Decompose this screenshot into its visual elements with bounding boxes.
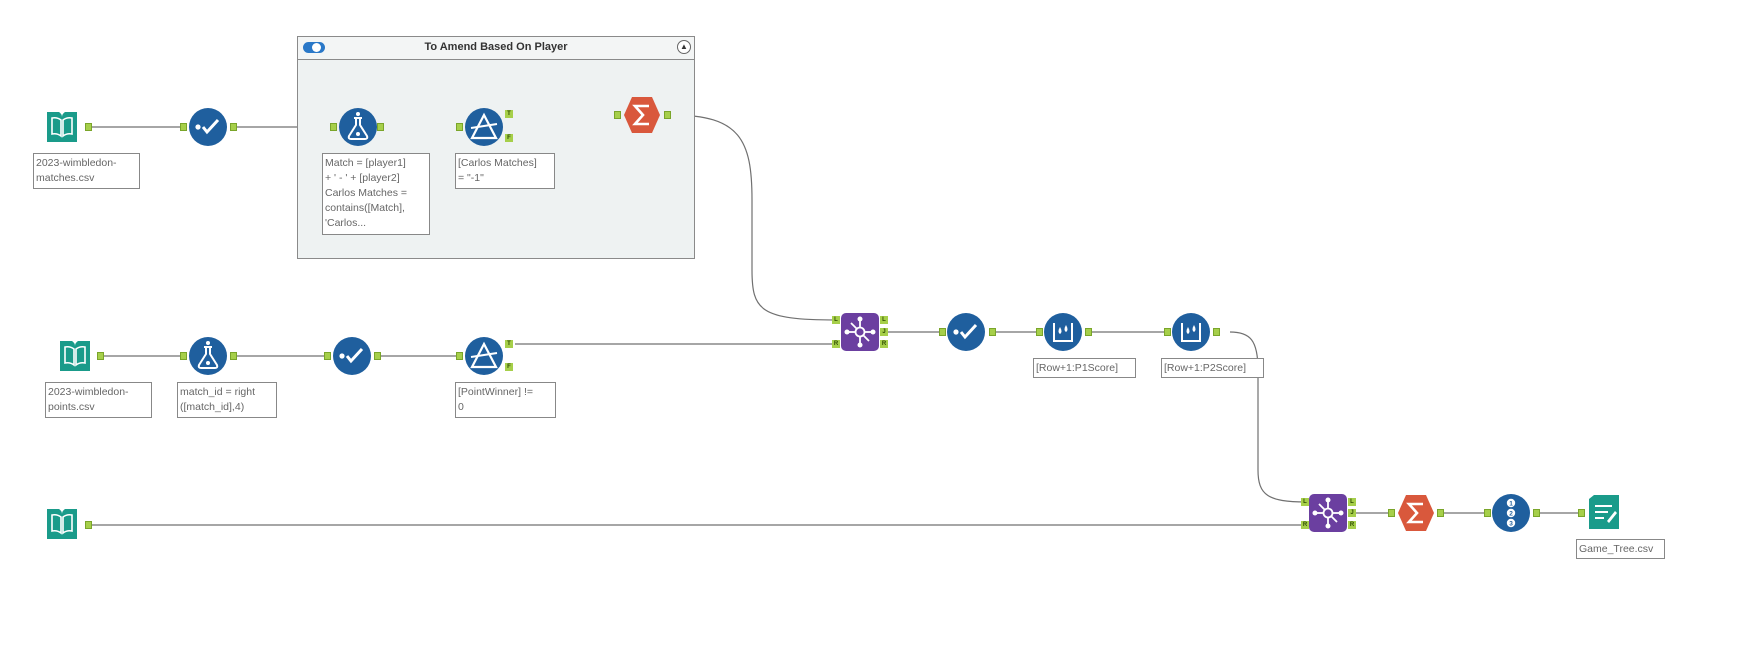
- input-anchor[interactable]: [456, 123, 463, 131]
- sigma-icon: [624, 97, 660, 133]
- numbers-icon: 1 2 3: [1492, 494, 1530, 532]
- join-right-output-anchor[interactable]: R: [880, 340, 888, 348]
- multi-row-formula-tool-2[interactable]: [1172, 313, 1210, 351]
- join-right-input-anchor[interactable]: R: [832, 340, 840, 348]
- book-icon: [47, 509, 77, 539]
- select-tool-1[interactable]: [189, 108, 227, 146]
- svg-text:1: 1: [1509, 501, 1513, 508]
- output-anchor[interactable]: [230, 123, 237, 131]
- input-anchor[interactable]: [180, 123, 187, 131]
- multirow-1-annotation: [Row+1:P1Score]: [1033, 358, 1136, 378]
- input-anchor[interactable]: [614, 111, 621, 119]
- join-hub-icon: [841, 313, 879, 351]
- container-title: To Amend Based On Player: [424, 41, 568, 53]
- droplet-icon: [1172, 313, 1210, 351]
- join-tool-1[interactable]: [841, 313, 879, 351]
- output-anchor[interactable]: [374, 352, 381, 360]
- container-header[interactable]: To Amend Based On Player ▲: [298, 37, 694, 60]
- false-anchor[interactable]: F: [505, 363, 513, 371]
- select-tool-3[interactable]: [947, 313, 985, 351]
- output-anchor[interactable]: [664, 111, 671, 119]
- join-join-output-anchor[interactable]: J: [1348, 509, 1356, 517]
- input-anchor[interactable]: [330, 123, 337, 131]
- input-matches-annotation: 2023-wimbledon- matches.csv: [33, 153, 140, 189]
- filter-triangle-icon: [465, 337, 503, 375]
- join-left-input-anchor[interactable]: L: [1301, 498, 1309, 506]
- formula-1-annotation: Match = [player1] + ' - ' + [player2] Ca…: [322, 153, 430, 235]
- join-hub-icon: [1309, 494, 1347, 532]
- output-anchor[interactable]: [85, 123, 92, 131]
- filter-triangle-icon: [465, 108, 503, 146]
- join-tool-2[interactable]: [1309, 494, 1347, 532]
- output-anchor[interactable]: [1213, 328, 1220, 336]
- output-anchor[interactable]: [1437, 509, 1444, 517]
- flask-icon: [339, 108, 377, 146]
- output-notes-icon: [1589, 495, 1619, 529]
- svg-text:2: 2: [1509, 511, 1513, 518]
- summarize-tool-1[interactable]: [622, 95, 660, 133]
- false-anchor[interactable]: F: [505, 134, 513, 142]
- join-right-input-anchor[interactable]: R: [1301, 521, 1309, 529]
- output-annotation: Game_Tree.csv: [1576, 539, 1665, 559]
- select-check-icon: [947, 313, 985, 351]
- input-anchor[interactable]: [1578, 509, 1585, 517]
- input-anchor[interactable]: [324, 352, 331, 360]
- input-data-tool-3[interactable]: [44, 506, 80, 542]
- input-anchor[interactable]: [939, 328, 946, 336]
- join-join-output-anchor[interactable]: J: [880, 328, 888, 336]
- input-anchor[interactable]: [180, 352, 187, 360]
- output-anchor[interactable]: [97, 352, 104, 360]
- book-icon: [60, 341, 90, 371]
- join-left-output-anchor[interactable]: L: [1348, 498, 1356, 506]
- formula-tool-2[interactable]: [189, 337, 227, 375]
- join-left-input-anchor[interactable]: L: [832, 316, 840, 324]
- container-enable-toggle[interactable]: [303, 42, 325, 53]
- book-icon: [47, 112, 77, 142]
- record-id-tool[interactable]: 1 2 3: [1492, 494, 1530, 532]
- output-data-tool[interactable]: [1586, 494, 1622, 530]
- input-anchor[interactable]: [456, 352, 463, 360]
- input-data-tool-matches[interactable]: [44, 109, 80, 145]
- filter-2-annotation: [PointWinner] != 0: [455, 382, 556, 418]
- multi-row-formula-tool-1[interactable]: [1044, 313, 1082, 351]
- collapse-chevron-icon[interactable]: ▲: [677, 40, 691, 54]
- sigma-icon: [1398, 495, 1434, 531]
- formula-tool-1[interactable]: [339, 108, 377, 146]
- output-anchor[interactable]: [230, 352, 237, 360]
- droplet-icon: [1044, 313, 1082, 351]
- input-anchor[interactable]: [1164, 328, 1171, 336]
- select-check-icon: [189, 108, 227, 146]
- input-points-annotation: 2023-wimbledon- points.csv: [45, 382, 152, 418]
- output-anchor[interactable]: [1533, 509, 1540, 517]
- svg-text:3: 3: [1509, 521, 1513, 528]
- summarize-tool-2[interactable]: [1396, 493, 1434, 531]
- output-anchor[interactable]: [1085, 328, 1092, 336]
- select-check-icon: [333, 337, 371, 375]
- select-tool-2[interactable]: [333, 337, 371, 375]
- input-anchor[interactable]: [1484, 509, 1491, 517]
- filter-tool-1[interactable]: [465, 108, 503, 146]
- flask-icon: [189, 337, 227, 375]
- input-anchor[interactable]: [1036, 328, 1043, 336]
- multirow-2-annotation: [Row+1:P2Score]: [1161, 358, 1264, 378]
- output-anchor[interactable]: [85, 521, 92, 529]
- join-left-output-anchor[interactable]: L: [880, 316, 888, 324]
- output-anchor[interactable]: [989, 328, 996, 336]
- input-anchor[interactable]: [1388, 509, 1395, 517]
- output-anchor[interactable]: [377, 123, 384, 131]
- filter-tool-2[interactable]: [465, 337, 503, 375]
- true-anchor[interactable]: T: [505, 110, 513, 118]
- input-data-tool-points[interactable]: [57, 338, 93, 374]
- formula-2-annotation: match_id = right ([match_id],4): [177, 382, 277, 418]
- filter-1-annotation: [Carlos Matches] = "-1": [455, 153, 555, 189]
- true-anchor[interactable]: T: [505, 340, 513, 348]
- join-right-output-anchor[interactable]: R: [1348, 521, 1356, 529]
